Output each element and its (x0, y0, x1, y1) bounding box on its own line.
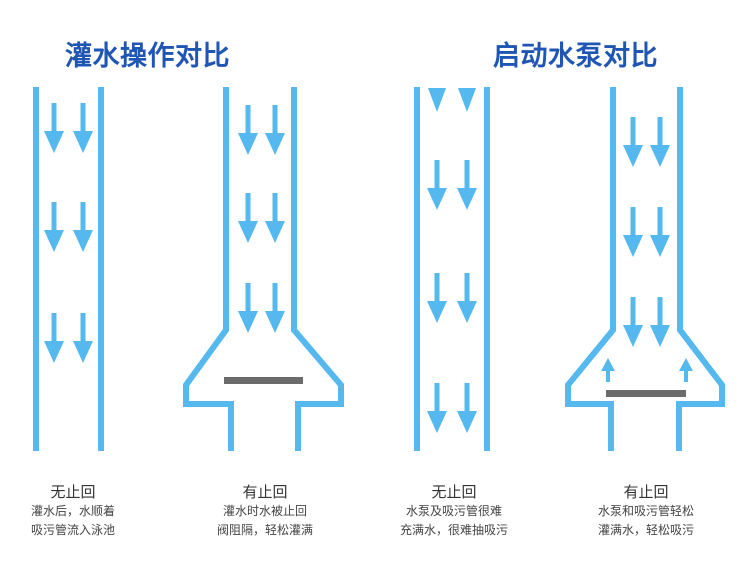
caption-line: 灌满水，轻松吸污 (597, 523, 694, 537)
caption-panel-4: 有止回 水泵和吸污管轻松 灌满水，轻松吸污 (561, 482, 731, 540)
panel-3-pipe (414, 87, 490, 451)
caption-line: 灌水时水被止回 (222, 504, 307, 518)
caption-line: 灌水后，水顺着 (30, 504, 115, 518)
pipe-outline-right (676, 87, 725, 451)
check-valve-plate (606, 390, 686, 397)
flow-arrow-down (458, 88, 476, 112)
pipe-wall-right (98, 87, 104, 451)
caption-line: 吸污管流入泳池 (30, 523, 115, 537)
caption-heading: 无止回 (50, 483, 96, 501)
caption-line: 充满水，很难抽吸污 (399, 523, 508, 537)
caption-panel-1: 无止回 灌水后，水顺着 吸污管流入泳池 (0, 482, 158, 540)
caption-heading: 有止回 (623, 483, 669, 501)
pipe-outline-right (291, 87, 344, 451)
pipe-outline-left (565, 87, 616, 451)
pipe-wall-left (414, 87, 420, 451)
caption-panel-3: 无止回 水泵及吸污管很难 充满水，很难抽吸污 (369, 482, 539, 540)
panel-4-pipe-with-valve (565, 87, 725, 451)
panel-1-pipe (33, 87, 104, 451)
caption-panel-2: 有止回 灌水时水被止回 阀阻隔，轻松灌满 (180, 482, 350, 540)
caption-heading: 无止回 (431, 483, 477, 501)
caption-line: 水泵和吸污管轻松 (597, 504, 694, 518)
title-pump-start-comparison: 启动水泵对比 (493, 41, 658, 72)
caption-line: 阀阻隔，轻松灌满 (216, 523, 313, 537)
pipe-wall-right (484, 87, 490, 451)
check-valve-plate (224, 377, 303, 384)
caption-heading: 有止回 (242, 483, 288, 501)
caption-line: 水泵及吸污管很难 (405, 504, 502, 518)
panel-2-pipe-with-valve (183, 87, 344, 451)
title-fill-comparison: 灌水操作对比 (65, 41, 230, 72)
pipe-wall-left (33, 87, 39, 451)
flow-arrow-down (428, 88, 446, 112)
pipe-outline-left (183, 87, 234, 451)
